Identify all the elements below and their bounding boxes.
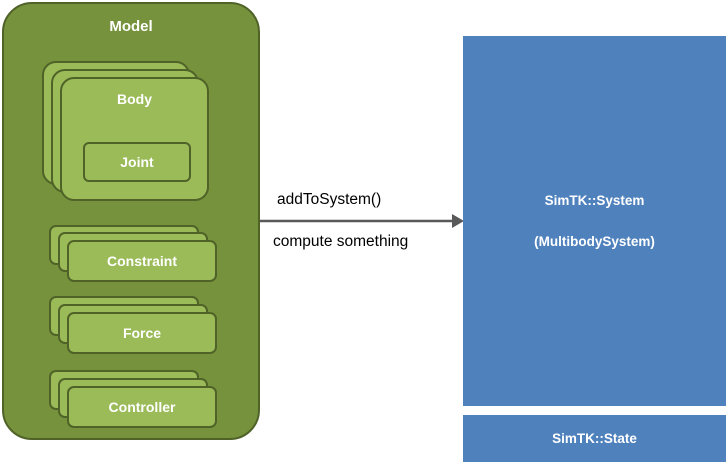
- simtk-system-sub-label: (MultibodySystem): [534, 234, 655, 249]
- arrow-connector: [260, 214, 464, 228]
- arrow-label-bottom: compute something: [273, 233, 409, 250]
- simtk-state-box: [463, 415, 726, 462]
- controller-card-front: Controller: [67, 386, 217, 428]
- arrow-head: [452, 214, 464, 228]
- simtk-state-label: SimTK::State: [552, 431, 637, 446]
- simtk-system-box: [463, 36, 726, 406]
- body-label: Body: [117, 91, 152, 107]
- simtk-system-label: SimTK::System: [544, 193, 645, 208]
- arrow-label-top: addToSystem(): [277, 191, 382, 208]
- constraint-card-front: Constraint: [67, 240, 217, 282]
- force-card-front: Force: [67, 312, 217, 354]
- model-title: Model: [109, 18, 153, 35]
- joint-box: Joint: [83, 142, 191, 182]
